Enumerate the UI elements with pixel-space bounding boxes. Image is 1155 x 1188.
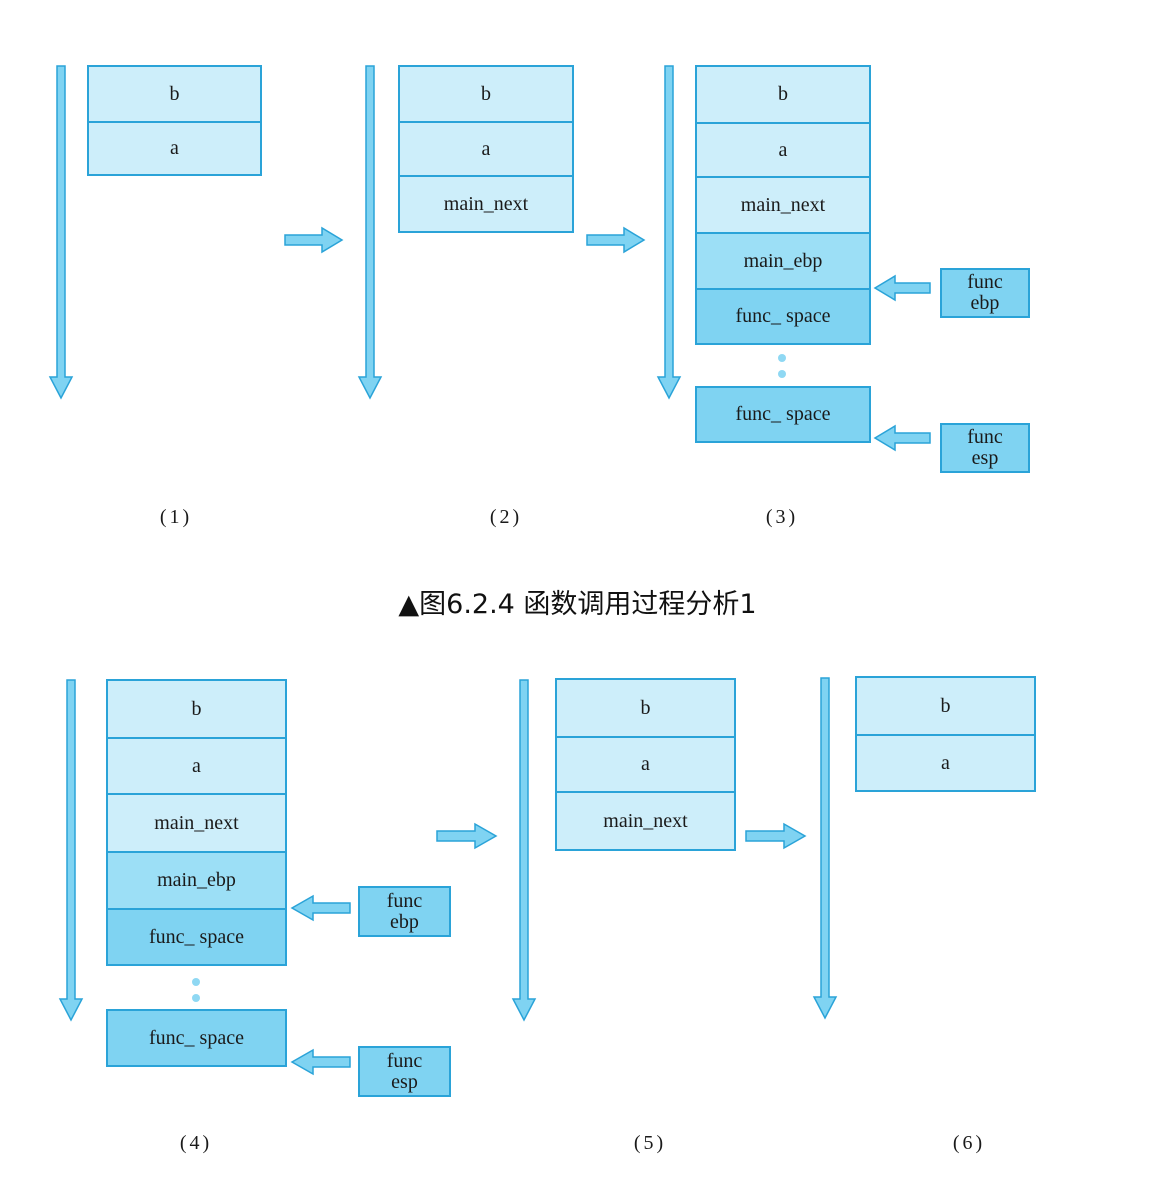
stack-cell-b: b [695, 65, 871, 124]
stack-direction-arrow-5 [511, 679, 537, 1022]
func-esp-label-line2: esp [391, 1070, 418, 1093]
stack-cell-b: b [555, 678, 736, 738]
stack-cell-b: b [855, 676, 1036, 736]
stack-direction-arrow-6 [812, 677, 838, 1020]
caption-1: (1) [159, 506, 193, 528]
stack-cell-main-next: main_next [106, 793, 287, 853]
stack-cell-b: b [106, 679, 287, 739]
esp-pointer-arrow-3 [873, 424, 931, 452]
step-arrow-4-5 [436, 822, 498, 850]
func-esp-label-line1: func [386, 1049, 423, 1072]
stack-cell-main-next: main_next [398, 175, 574, 233]
esp-pointer-arrow-4 [290, 1048, 351, 1076]
stack-cell-main-ebp: main_ebp [695, 232, 871, 290]
stack-cell-b: b [398, 65, 574, 123]
stack-cell-a: a [555, 736, 736, 793]
ellipsis-dot [192, 978, 200, 986]
ellipsis-dot [192, 994, 200, 1002]
stack-direction-arrow-1 [48, 65, 74, 400]
stack-cell-a: a [695, 122, 871, 178]
ebp-pointer-arrow-4 [290, 894, 351, 922]
caption-3: (3) [765, 506, 799, 528]
func-ebp-label-line2: ebp [390, 910, 419, 933]
caption-5: (5) [633, 1132, 667, 1154]
stack-direction-arrow-2 [357, 65, 383, 400]
func-ebp-label-line1: func [386, 889, 423, 912]
func-ebp-label: func ebp [940, 268, 1030, 318]
stack-direction-arrow-4 [58, 679, 84, 1022]
figure-title: ▲图6.2.4 函数调用过程分析1 [398, 589, 757, 620]
stack-cell-a: a [855, 734, 1036, 792]
stack-cell-func-space-bottom: func_ space [106, 1009, 287, 1067]
stack-cell-b: b [87, 65, 262, 123]
stack-cell-main-next: main_next [555, 791, 736, 851]
caption-6: (6) [952, 1132, 986, 1154]
stack-cell-main-next: main_next [695, 176, 871, 234]
func-esp-label-line1: func [967, 426, 1003, 448]
func-esp-label: func esp [358, 1046, 451, 1097]
ebp-pointer-arrow-3 [873, 274, 931, 302]
step-arrow-1-2 [284, 226, 344, 254]
step-arrow-2-3 [586, 226, 646, 254]
stack-cell-a: a [87, 121, 262, 176]
func-ebp-label-line2: ebp [970, 292, 1000, 314]
stack-cell-func-space-bottom: func_ space [695, 386, 871, 443]
func-ebp-label: func ebp [358, 886, 451, 937]
ellipsis-dot [778, 370, 786, 378]
caption-4: (4) [179, 1132, 213, 1154]
func-esp-label-line2: esp [971, 447, 999, 469]
ellipsis-dot [778, 354, 786, 362]
stack-direction-arrow-3 [656, 65, 682, 400]
func-ebp-label-line1: func [967, 271, 1003, 293]
caption-2: (2) [489, 506, 523, 528]
stack-cell-func-space: func_ space [106, 908, 287, 966]
stack-cell-main-ebp: main_ebp [106, 851, 287, 910]
stack-cell-a: a [106, 737, 287, 795]
step-arrow-5-6 [745, 822, 807, 850]
stack-cell-a: a [398, 121, 574, 177]
stack-cell-func-space: func_ space [695, 288, 871, 345]
func-esp-label: func esp [940, 423, 1030, 473]
